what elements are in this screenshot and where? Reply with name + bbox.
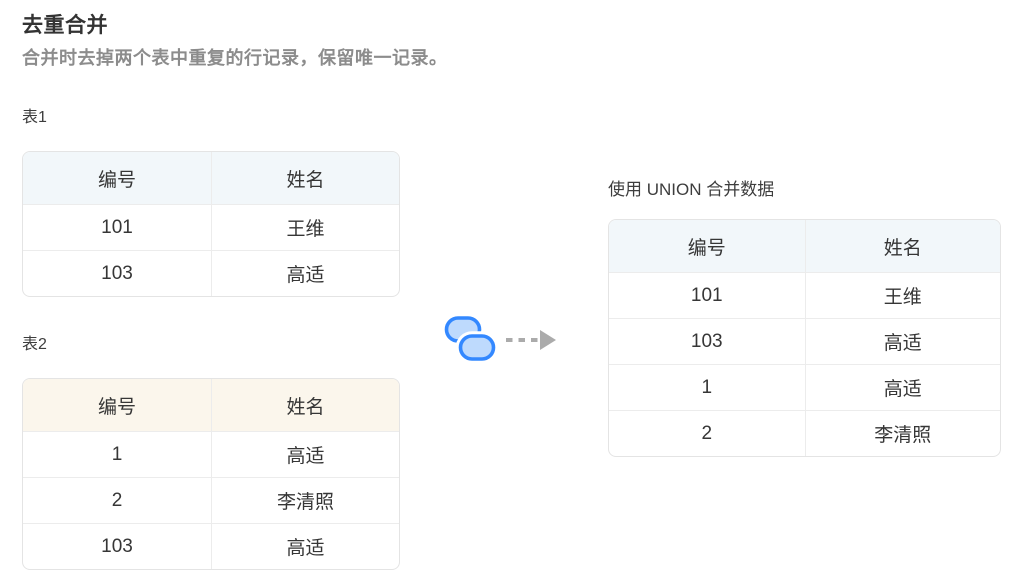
table1: 编号 姓名 101 王维 103 高适: [22, 151, 400, 297]
result-table-label: 使用 UNION 合并数据: [608, 180, 775, 199]
column-header-name: 姓名: [211, 152, 399, 204]
table-cell-name: 李清照: [804, 410, 1000, 456]
table-cell-name: 王维: [211, 204, 399, 250]
table1-label: 表1: [22, 109, 47, 126]
table-row: 101 王维: [23, 204, 399, 250]
column-header-id: 编号: [23, 379, 211, 431]
table-cell-id: 1: [23, 431, 211, 477]
table-cell-name: 高适: [211, 523, 399, 569]
column-header-id: 编号: [23, 152, 211, 204]
result-table: 编号 姓名 101 王维 103 高适 1 高适 2 李清照: [608, 219, 1001, 457]
table-cell-name: 李清照: [211, 477, 399, 523]
table-cell-id: 2: [23, 477, 211, 523]
column-header-name: 姓名: [211, 379, 399, 431]
table-cell-name: 高适: [804, 364, 1000, 410]
table2-header-row: 编号 姓名: [23, 379, 399, 431]
table-row: 103 高适: [23, 250, 399, 296]
table-row: 101 王维: [609, 272, 1000, 318]
table-row: 1 高适: [23, 431, 399, 477]
union-merge-icon-svg: [444, 316, 499, 364]
table-cell-id: 101: [23, 204, 211, 250]
table-row: 103 高适: [23, 523, 399, 569]
table-cell-name: 高适: [804, 318, 1000, 364]
page-subtitle: 合并时去掉两个表中重复的行记录，保留唯一记录。: [22, 48, 448, 68]
dashed-arrow-right-icon: [504, 328, 562, 352]
table1-header-row: 编号 姓名: [23, 152, 399, 204]
table-cell-id: 103: [23, 523, 211, 569]
table-cell-id: 1: [609, 364, 805, 410]
table-cell-id: 103: [609, 318, 805, 364]
table-row: 1 高适: [609, 364, 1000, 410]
table-cell-id: 101: [609, 272, 805, 318]
table-cell-name: 王维: [804, 272, 1000, 318]
dashed-arrow-right-icon-svg: [506, 330, 556, 350]
table2: 编号 姓名 1 高适 2 李清照 103 高适: [22, 378, 400, 570]
table-row: 2 李清照: [609, 410, 1000, 456]
result-table-header-row: 编号 姓名: [609, 220, 1000, 272]
union-merge-icon: [443, 312, 499, 365]
table-cell-name: 高适: [211, 250, 399, 296]
table-cell-name: 高适: [211, 431, 399, 477]
table-row: 2 李清照: [23, 477, 399, 523]
page-title: 去重合并: [22, 14, 108, 37]
table-row: 103 高适: [609, 318, 1000, 364]
table-cell-id: 2: [609, 410, 805, 456]
table2-label: 表2: [22, 336, 47, 353]
table-cell-id: 103: [23, 250, 211, 296]
column-header-id: 编号: [609, 220, 805, 272]
column-header-name: 姓名: [804, 220, 1000, 272]
